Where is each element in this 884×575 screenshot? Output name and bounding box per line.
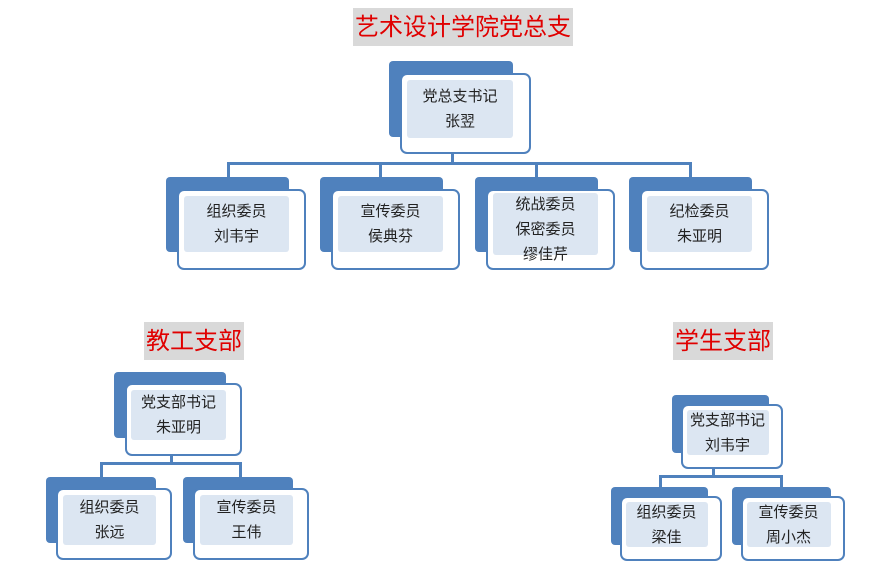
connector-line [379, 162, 382, 178]
org-node-organization-member: 组织委员刘韦宇 [166, 177, 306, 270]
connector-line [227, 162, 690, 165]
teacher-branch-title: 教工支部 [144, 322, 244, 360]
node-text: 宣传委员周小杰 [746, 500, 831, 549]
party-committee-title: 艺术设计学院党总支 [353, 8, 573, 46]
node-label-line: 王伟 [231, 523, 262, 541]
node-label-line: 张翌 [444, 112, 475, 130]
node-label-line: 朱亚明 [155, 418, 201, 436]
node-text: 统战委员保密委员缪佳芹 [493, 189, 598, 270]
connector-line [227, 162, 230, 178]
org-node-teacher-branch-secretary: 党支部书记朱亚明 [114, 372, 242, 456]
node-label-line: 党总支书记 [422, 87, 498, 105]
connector-line [100, 462, 242, 465]
connector-line [712, 468, 715, 477]
node-label-line: 组织委员 [206, 202, 267, 220]
node-text: 宣传委员王伟 [200, 495, 293, 545]
node-text: 组织委员梁佳 [625, 500, 708, 549]
connector-line [780, 475, 783, 488]
node-label-line: 刘韦宇 [704, 435, 750, 454]
node-label-line: 缪佳芹 [522, 245, 568, 263]
student-branch-title: 学生支部 [673, 322, 773, 360]
node-text: 党支部书记朱亚明 [131, 390, 226, 440]
node-label-line: 党支部书记 [689, 410, 765, 429]
node-label-line: 侯典芬 [367, 227, 413, 245]
node-label-line: 刘韦宇 [213, 227, 259, 245]
node-text: 党支部书记刘韦宇 [686, 408, 769, 457]
org-node-teacher-organization-member: 组织委员张远 [46, 477, 172, 560]
connector-line [100, 462, 103, 478]
org-node-publicity-member: 宣传委员侯典芬 [320, 177, 460, 270]
connector-line [535, 162, 538, 178]
connector-line [170, 452, 173, 464]
node-label-line: 统战委员 [515, 195, 576, 213]
node-label-line: 朱亚明 [676, 227, 722, 245]
node-label-line: 周小杰 [765, 527, 811, 546]
connector-line [239, 462, 242, 478]
node-label-line: 党支部书记 [140, 393, 216, 411]
node-text: 纪检委员朱亚明 [647, 196, 752, 252]
node-text: 组织委员刘韦宇 [184, 196, 289, 252]
node-label-line: 宣传委员 [758, 502, 819, 521]
node-label-line: 保密委员 [515, 220, 576, 238]
org-node-discipline-member: 纪检委员朱亚明 [629, 177, 769, 270]
node-text: 组织委员张远 [63, 495, 156, 545]
connector-line [451, 152, 454, 164]
node-label-line: 梁佳 [651, 527, 682, 546]
org-node-student-branch-secretary: 党支部书记刘韦宇 [672, 395, 783, 469]
node-text: 党总支书记张翌 [407, 80, 513, 138]
node-label-line: 组织委员 [636, 502, 697, 521]
org-node-teacher-publicity-member: 宣传委员王伟 [183, 477, 309, 560]
node-label-line: 宣传委员 [216, 498, 277, 516]
connector-line [659, 475, 783, 478]
org-node-student-publicity-member: 宣传委员周小杰 [732, 487, 845, 561]
node-label-line: 张远 [94, 523, 125, 541]
org-node-student-organization-member: 组织委员梁佳 [611, 487, 722, 561]
node-text: 宣传委员侯典芬 [338, 196, 443, 252]
connector-line [659, 475, 662, 488]
node-label-line: 纪检委员 [669, 202, 730, 220]
node-label-line: 宣传委员 [360, 202, 421, 220]
connector-line [689, 162, 692, 178]
org-node-party-secretary: 党总支书记张翌 [389, 61, 531, 154]
org-node-united-front-member: 统战委员保密委员缪佳芹 [475, 177, 615, 270]
node-label-line: 组织委员 [79, 498, 140, 516]
